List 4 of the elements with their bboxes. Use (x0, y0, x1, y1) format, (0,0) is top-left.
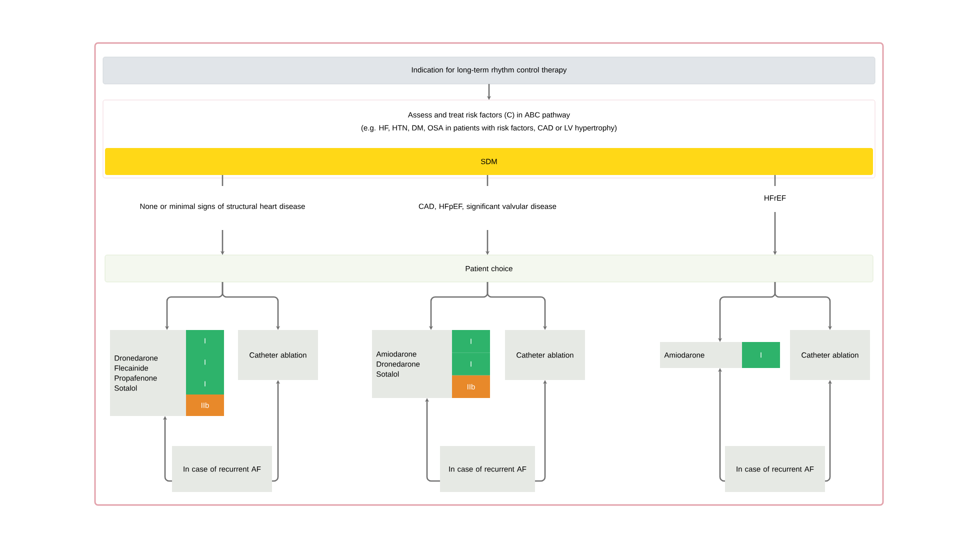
arrow (774, 282, 832, 330)
arrow (718, 368, 726, 482)
arrow (486, 282, 548, 330)
arrow (222, 282, 280, 330)
